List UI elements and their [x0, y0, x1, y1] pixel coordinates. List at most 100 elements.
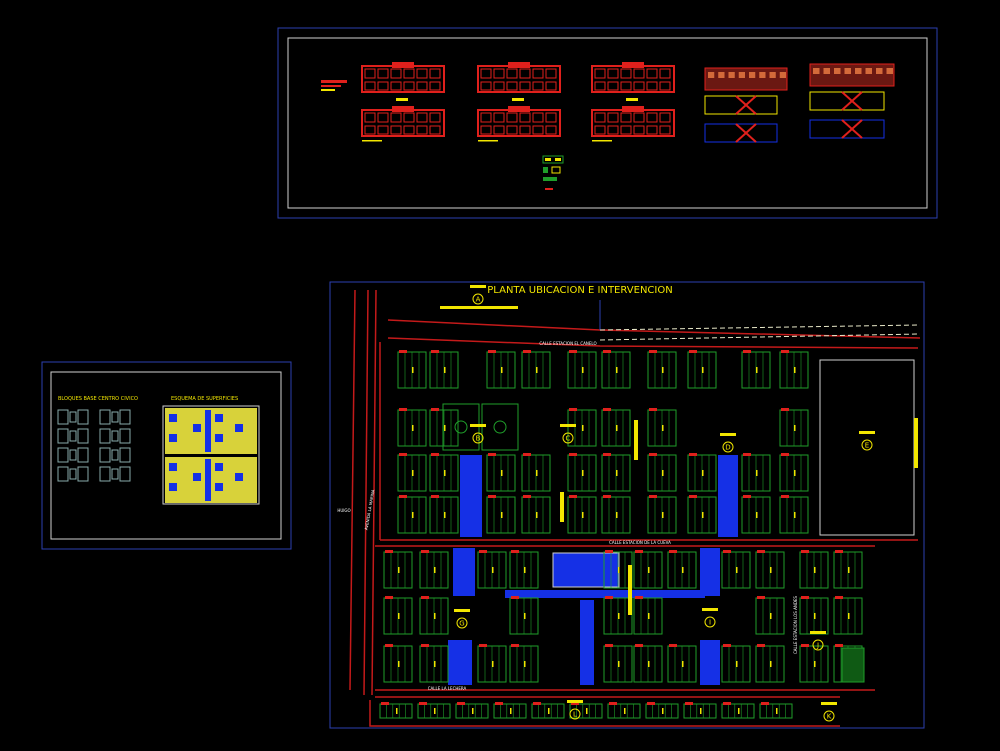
zone-l: L: [567, 700, 583, 720]
surfaces-label: ESQUEMA DE SUPERFICIES: [171, 396, 238, 402]
housing-block: [493, 702, 527, 719]
housing-block: [567, 408, 597, 447]
canal-8: [505, 590, 705, 598]
housing-block: [721, 644, 751, 683]
housing-block: [833, 550, 863, 589]
zone-g: G: [454, 609, 470, 629]
housing-block: [567, 350, 597, 389]
elevation-2: [809, 63, 895, 139]
canal-5: [700, 548, 720, 596]
housing-block: [633, 550, 663, 589]
housing-block: [601, 408, 631, 447]
zone-i: I: [702, 608, 718, 628]
housing-block: [429, 408, 459, 447]
road-network: [349, 289, 921, 727]
zone-k: K: [821, 702, 837, 722]
zone-e: E: [859, 431, 875, 451]
floor-plan-3: [591, 62, 675, 142]
housing-block: [429, 350, 459, 389]
zone-label: A: [476, 296, 481, 304]
zone-label: G: [459, 620, 464, 628]
housing-block: [683, 702, 717, 719]
housing-block: [397, 350, 427, 389]
floor-plan-2: [477, 62, 561, 142]
housing-block: [567, 495, 597, 534]
housing-block: [741, 350, 771, 389]
housing-block: [647, 495, 677, 534]
housing-block: [509, 550, 539, 589]
sports-field-2: [481, 403, 519, 451]
housing-block: [397, 495, 427, 534]
housing-block: [601, 350, 631, 389]
housing-block: [755, 550, 785, 589]
housing-block: [383, 550, 413, 589]
surfaces-sheet: BLOQUES BASE CENTRO CIVICO ESQUEMA DE SU…: [41, 361, 292, 550]
street-label: HUIGO: [337, 508, 350, 513]
housing-block: [755, 596, 785, 635]
center-legend: [542, 155, 564, 190]
housing-block: [755, 644, 785, 683]
housing-block: [531, 702, 565, 719]
housing-block: [779, 495, 809, 534]
surfaces-scheme: [162, 405, 260, 505]
housing-block: [383, 596, 413, 635]
housing-block: [455, 702, 489, 719]
housing-block: [633, 644, 663, 683]
zone-a: A: [470, 285, 486, 305]
zone-label: J: [816, 642, 819, 650]
zone-label: B: [476, 435, 481, 443]
housing-block: [687, 453, 717, 492]
housing-block: [603, 644, 633, 683]
housing-block: [779, 350, 809, 389]
street-label: CALLE ESTACION LOS ANDES: [793, 596, 798, 654]
housing-block: [799, 596, 829, 635]
housing-block: [799, 644, 829, 683]
canal-4: [448, 640, 472, 685]
housing-block: [741, 495, 771, 534]
housing-block: [779, 453, 809, 492]
housing-block: [509, 644, 539, 683]
canal-7: [580, 600, 594, 685]
housing-block: [417, 702, 451, 719]
housing-block: [667, 644, 697, 683]
housing-block: [601, 453, 631, 492]
housing-block: [383, 644, 413, 683]
sheet-legend: [321, 80, 347, 91]
housing-block: [521, 495, 551, 534]
housing-block: [687, 495, 717, 534]
zone-label: D: [725, 444, 730, 452]
housing-block: [779, 408, 809, 447]
housing-block: [687, 350, 717, 389]
zone-label: K: [827, 713, 832, 721]
street-label: CALLE ESTACION EL CANELO: [539, 341, 596, 346]
housing-block: [601, 495, 631, 534]
street-label: CALLE LA LECHERA: [428, 686, 467, 691]
housing-block: [607, 702, 641, 719]
housing-block: [799, 550, 829, 589]
housing-block: [569, 702, 603, 719]
zone-b: B: [470, 424, 486, 444]
housing-block: [486, 453, 516, 492]
housing-block: [486, 495, 516, 534]
housing-block: [633, 596, 663, 635]
base-blocks-drawing: [57, 409, 131, 482]
floor-plan-1: [361, 62, 445, 142]
zone-label: C: [566, 435, 571, 443]
housing-block: [429, 495, 459, 534]
housing-block: [721, 702, 755, 719]
zone-d: D: [720, 433, 736, 453]
zone-j: J: [810, 631, 826, 651]
zone-a-bar: [440, 306, 518, 309]
green-area: [841, 647, 865, 683]
canal-3: [453, 548, 475, 596]
housing-block: [759, 702, 793, 719]
housing-block: [397, 453, 427, 492]
housing-block: [741, 453, 771, 492]
housing-block: [647, 350, 677, 389]
housing-block: [647, 453, 677, 492]
housing-block: [521, 453, 551, 492]
housing-block: [419, 644, 449, 683]
zone-c: C: [560, 424, 576, 444]
